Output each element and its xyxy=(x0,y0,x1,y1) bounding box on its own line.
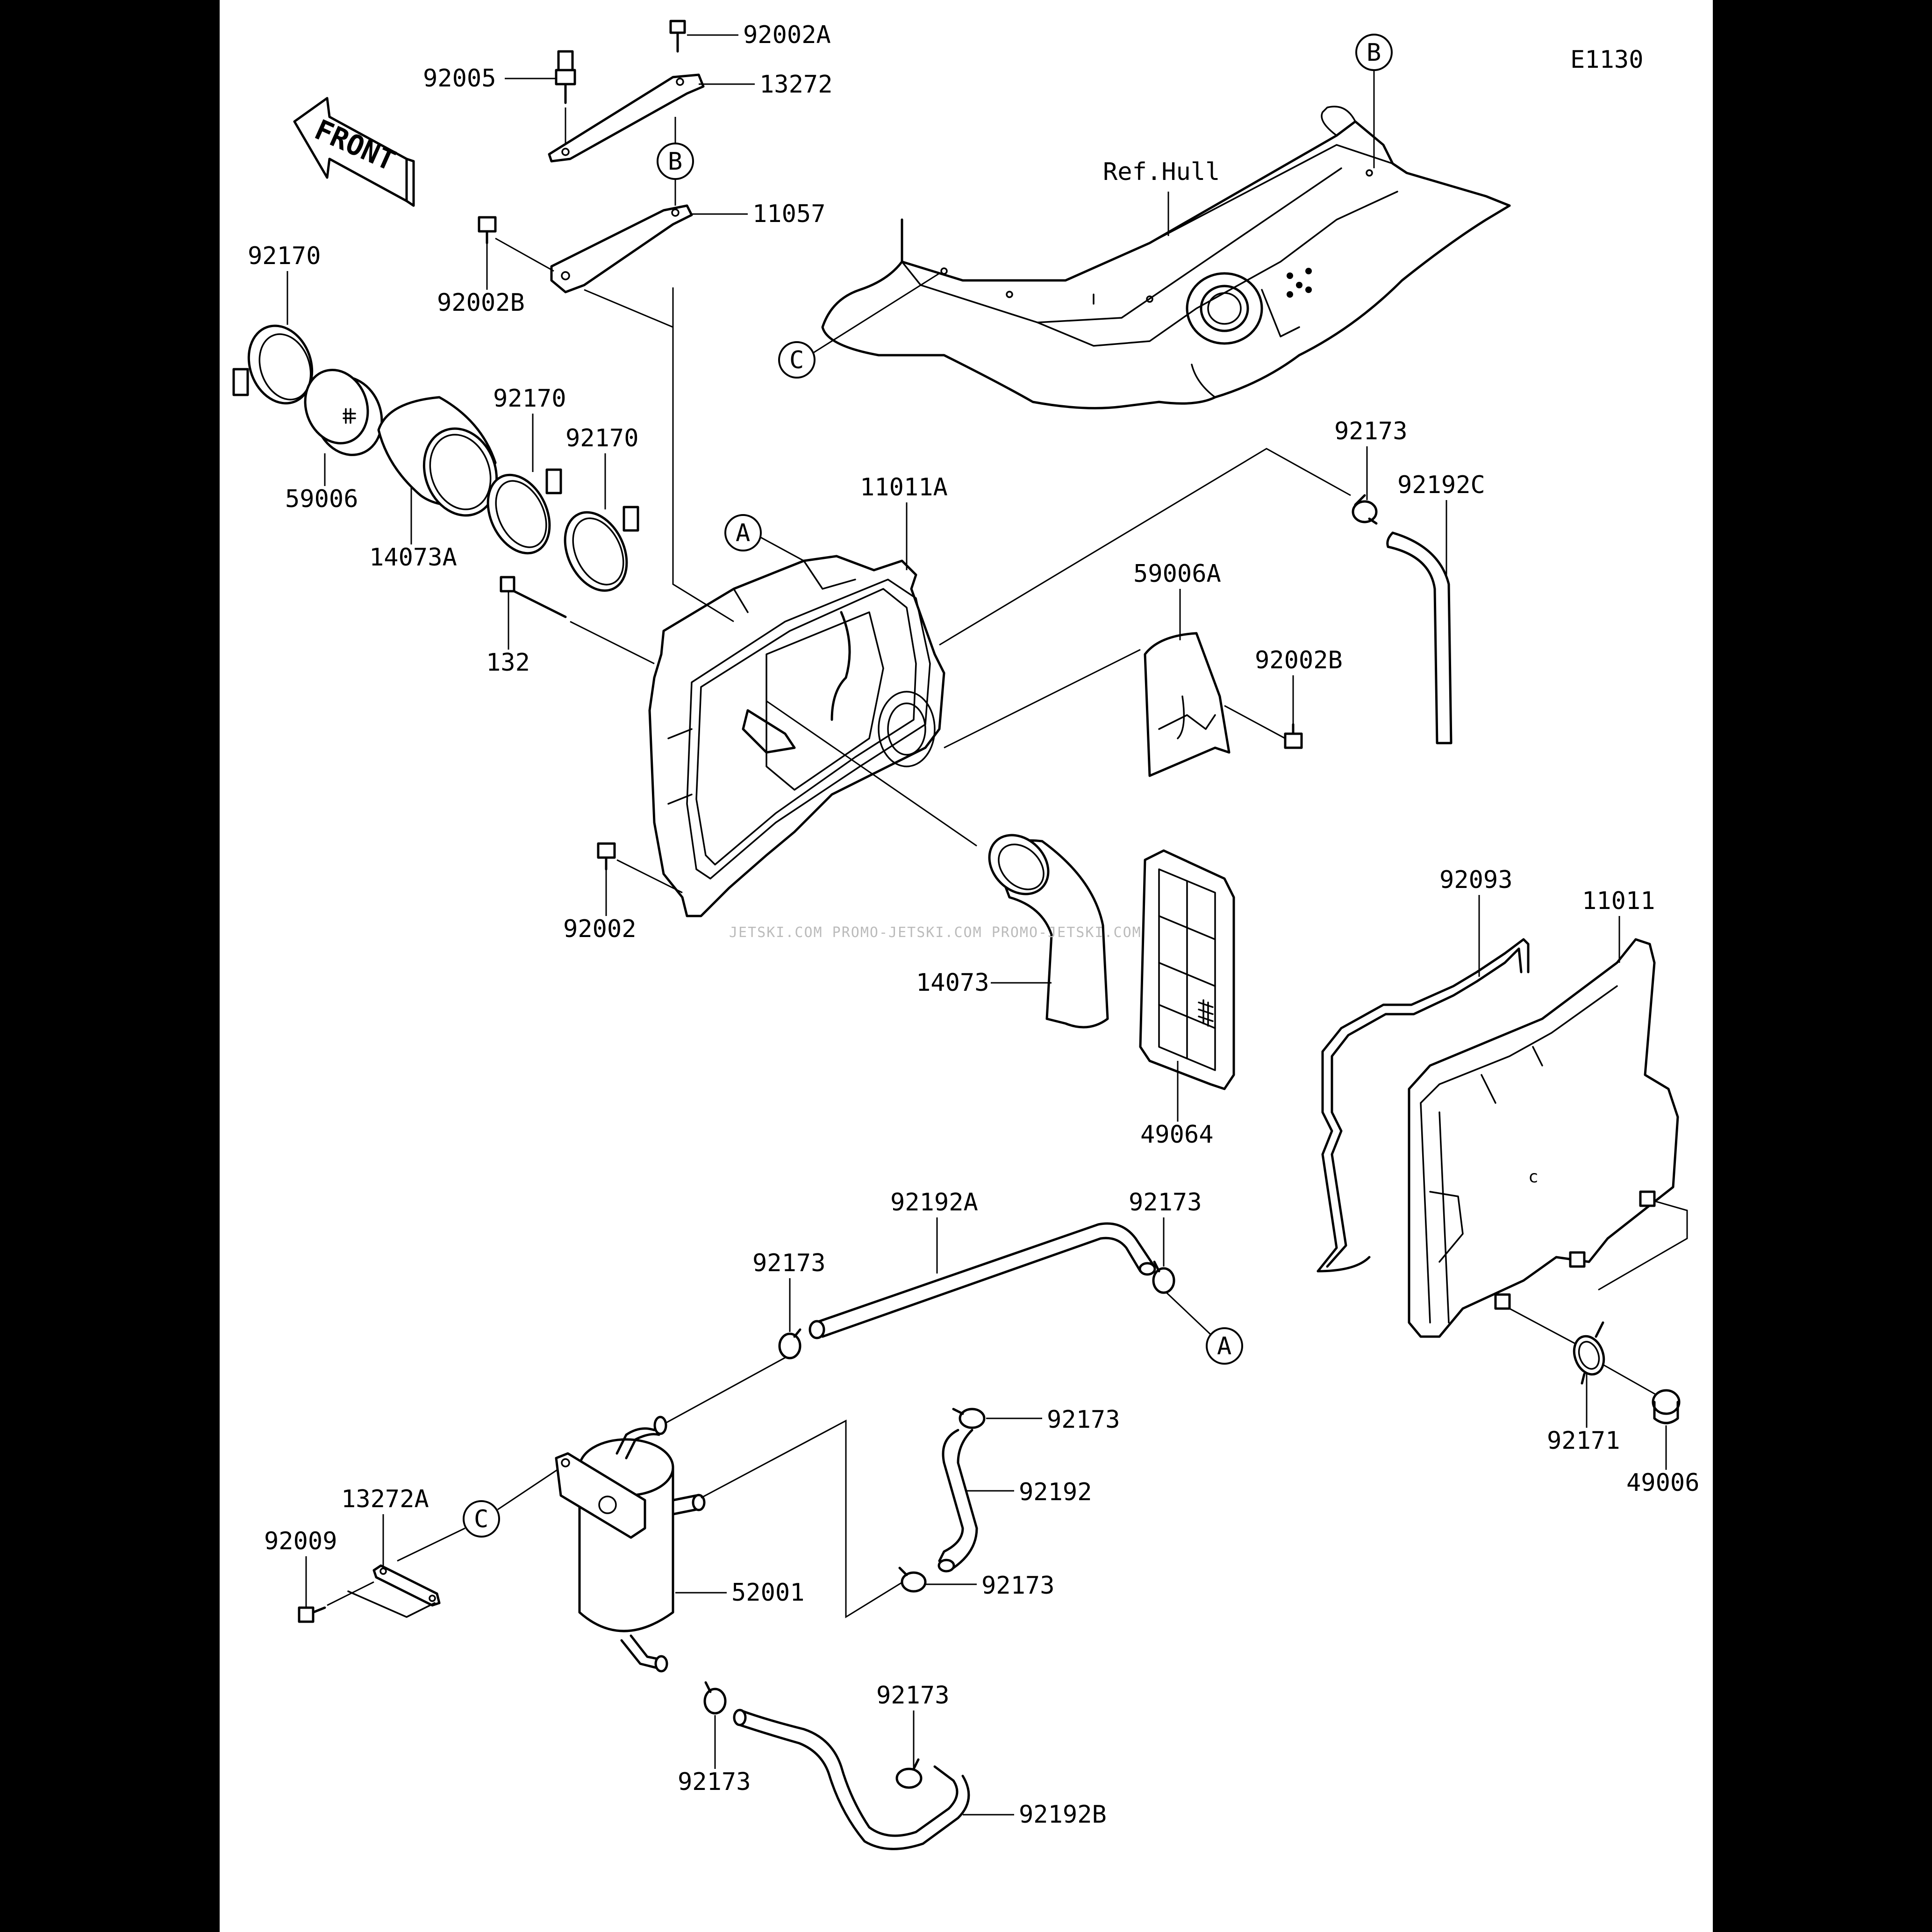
label-92170-b: 92170 xyxy=(493,385,566,413)
clamp-92173-e xyxy=(703,1681,727,1715)
sheet-background xyxy=(220,0,1713,1932)
cover-mark: c xyxy=(1528,1167,1538,1187)
ref-circle-c-tank: C xyxy=(397,1467,561,1562)
label-14073: 14073 xyxy=(916,969,989,997)
hose-92192a xyxy=(809,1222,1156,1339)
label-92192a: 92192A xyxy=(890,1188,978,1216)
clamp-92171 xyxy=(1573,1321,1657,1396)
label-92192b: 92192B xyxy=(1019,1801,1107,1829)
watermark: JETSKI.COM PROMO-JETSKI.COM PROMO-JETSKI… xyxy=(729,924,1142,941)
sleeve-59006 xyxy=(304,369,383,456)
svg-text:A: A xyxy=(1217,1332,1231,1360)
label-132: 132 xyxy=(486,649,530,677)
label-59006: 59006 xyxy=(285,485,358,513)
label-11057: 11057 xyxy=(752,200,826,228)
svg-text:C: C xyxy=(474,1505,488,1533)
label-92002b-right: 92002B xyxy=(1255,646,1343,674)
label-92173-b: 92173 xyxy=(752,1249,826,1277)
part-labels: 92002A 92005 13272 11057 92002B 92170 59… xyxy=(248,21,1700,1829)
label-92002a: 92002A xyxy=(743,21,831,49)
cover-11011: c xyxy=(1408,938,1688,1347)
clamp-92170-b xyxy=(487,468,562,555)
filter-49064 xyxy=(1139,849,1235,1090)
label-92192: 92192 xyxy=(1019,1478,1092,1506)
cover-nipples xyxy=(1494,1190,1656,1310)
diagram-code: E1130 xyxy=(1570,46,1644,74)
ref-circle-a-box: A xyxy=(724,514,804,562)
label-92173-top: 92173 xyxy=(1334,417,1408,445)
clamp-92173-c xyxy=(952,1408,986,1429)
leader-tank-92173 xyxy=(661,1357,786,1426)
bracket-11057 xyxy=(550,204,693,293)
ref-circle-b-top: B xyxy=(1355,34,1393,168)
bolt-92002b-top xyxy=(478,216,554,272)
label-59006a: 59006A xyxy=(1133,560,1221,588)
duct-14073a xyxy=(377,396,498,517)
leader-92173-top xyxy=(939,448,1351,646)
hose-92192c xyxy=(1386,531,1453,744)
bolt-132 xyxy=(500,576,655,665)
leader-14073 xyxy=(766,700,977,847)
clamp-92170-c xyxy=(564,506,639,592)
bolt-92002a xyxy=(669,20,686,53)
svg-text:B: B xyxy=(1367,39,1381,67)
leader-59006a xyxy=(944,649,1141,749)
label-13272a: 13272A xyxy=(341,1485,429,1513)
bracket-13272a xyxy=(347,1564,441,1618)
ref-circle-a-hose: A xyxy=(1165,1291,1243,1365)
clamp-92173-d xyxy=(898,1567,927,1593)
label-92002b-top: 92002B xyxy=(437,289,525,317)
gasket-92093 xyxy=(1317,938,1530,1273)
svg-text:C: C xyxy=(789,346,804,374)
clamp-92173-b xyxy=(778,1328,801,1360)
label-92192c: 92192C xyxy=(1397,471,1485,499)
label-14073a: 14073A xyxy=(369,544,457,572)
stud-92005 xyxy=(555,50,576,145)
label-11011: 11011 xyxy=(1582,887,1655,915)
ref-circle-b-mid: B xyxy=(657,117,694,206)
cap-49006 xyxy=(1652,1389,1681,1424)
label-92009: 92009 xyxy=(264,1527,337,1555)
clamp-92170-a xyxy=(232,324,314,405)
label-92093: 92093 xyxy=(1439,866,1513,894)
clamp-92173-f xyxy=(895,1758,923,1789)
label-92170-a: 92170 xyxy=(248,242,321,270)
clamp-92173-top xyxy=(1352,494,1378,525)
bracket-13272 xyxy=(548,73,705,163)
label-11011a: 11011A xyxy=(860,473,948,501)
hose-92192b xyxy=(733,1709,970,1850)
ref-circle-c-hull: C xyxy=(778,272,940,379)
airbox-11011a xyxy=(584,287,945,917)
hose-92192 xyxy=(937,1429,978,1573)
label-52001: 52001 xyxy=(731,1579,805,1607)
svg-text:A: A xyxy=(736,519,750,547)
duct-14073 xyxy=(988,834,1109,1029)
plate-59006a xyxy=(1144,632,1231,777)
label-92170-c: 92170 xyxy=(565,424,639,452)
label-49006: 49006 xyxy=(1626,1469,1700,1497)
label-92171: 92171 xyxy=(1547,1427,1620,1455)
bolt-92002b-right xyxy=(1224,705,1303,749)
label-92173-f: 92173 xyxy=(876,1682,950,1710)
hull-label: Ref.Hull xyxy=(1103,158,1220,186)
svg-text:B: B xyxy=(668,148,682,176)
label-13272: 13272 xyxy=(759,71,833,99)
label-92173-d: 92173 xyxy=(981,1572,1055,1600)
bolt-92002 xyxy=(597,842,683,894)
label-92173-a: 92173 xyxy=(1129,1188,1202,1216)
front-arrow-icon: FRONT xyxy=(293,97,415,207)
clamp-92173-a xyxy=(1152,1260,1175,1294)
label-49064: 49064 xyxy=(1140,1121,1214,1149)
tank-52001 xyxy=(555,1416,907,1673)
label-92005: 92005 xyxy=(423,64,496,93)
label-92002: 92002 xyxy=(563,915,637,943)
label-92173-e: 92173 xyxy=(678,1768,751,1796)
label-92173-c: 92173 xyxy=(1047,1406,1120,1434)
